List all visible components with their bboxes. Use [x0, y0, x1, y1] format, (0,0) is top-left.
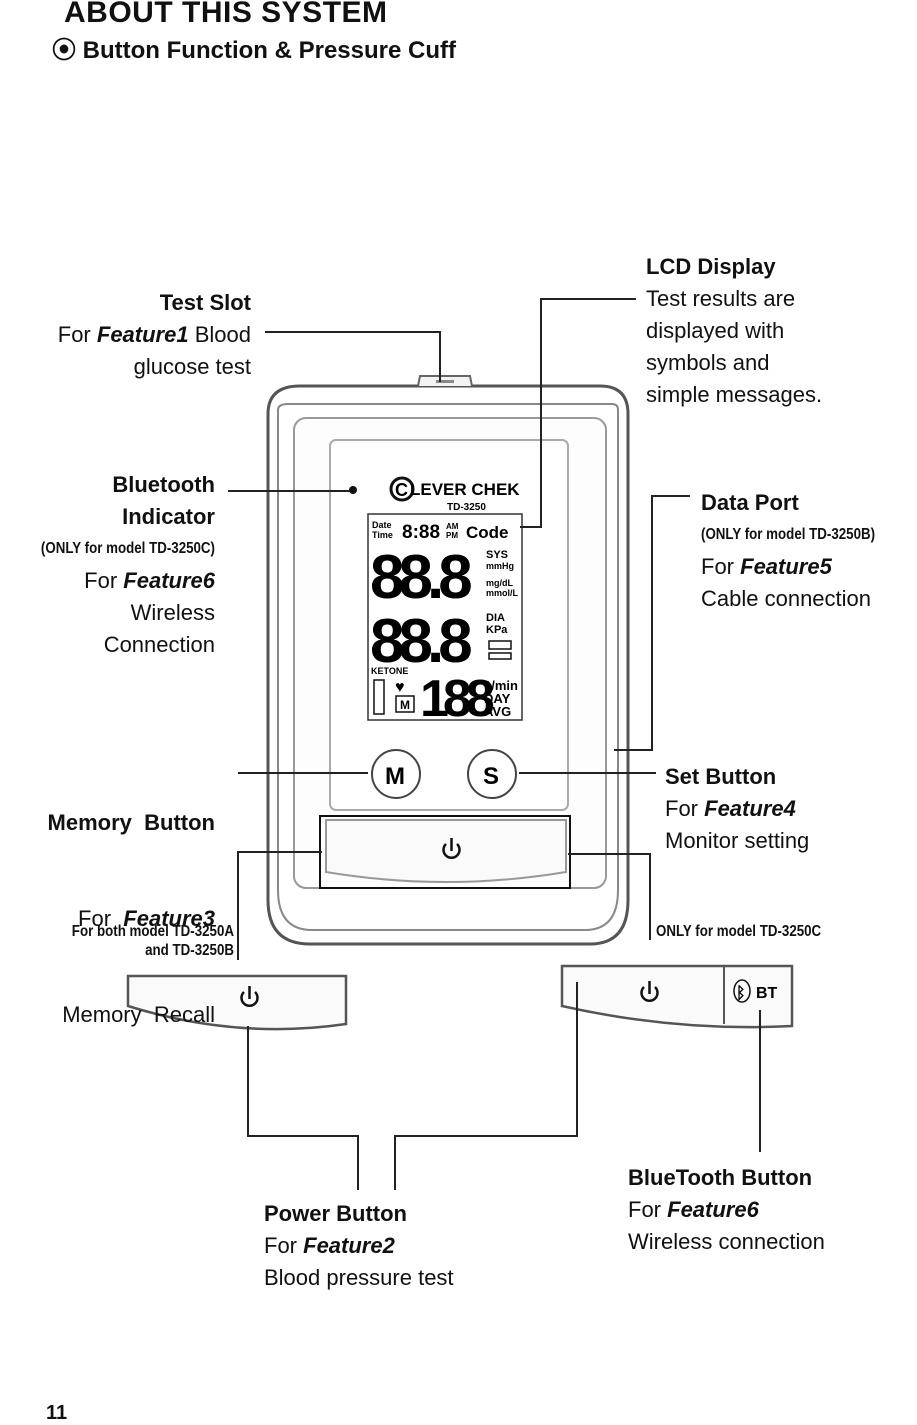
- power-icon: [442, 838, 461, 859]
- memory-button-label: M: [385, 763, 405, 790]
- lcd-display-line: Test results are: [646, 286, 796, 311]
- bluetooth-button-desc: Wireless connection: [628, 1229, 825, 1254]
- lcd-pm: PM: [446, 531, 458, 540]
- set-button-title: Set Button: [665, 764, 777, 789]
- power-cap-c: [560, 964, 794, 1029]
- bluetooth-icon: ᛒ: [736, 985, 746, 1002]
- set-button-feature: Feature4: [704, 796, 796, 821]
- battery-icon: [488, 640, 512, 650]
- data-port-title: Data Port: [701, 490, 799, 515]
- lcd-code: Code: [466, 523, 509, 542]
- memory-button-for: For: [78, 906, 118, 931]
- lcd-display-title: LCD Display: [646, 254, 776, 279]
- lcd-row1-digits: 88.8: [370, 543, 471, 612]
- power-cap-ab: [126, 974, 348, 1031]
- section-subtitle-text: Button Function & Pressure Cuff: [82, 37, 456, 64]
- bluetooth-indicator-desc1: Wireless: [130, 600, 215, 625]
- power-button-for: For: [264, 1233, 297, 1258]
- page-number: 11: [46, 1402, 68, 1424]
- bluetooth-indicator-for: For: [84, 568, 118, 593]
- lcd-avg: AVG: [484, 704, 511, 719]
- bullet-icon: ⦿: [52, 37, 76, 64]
- callout-bluetooth-indicator: Bluetooth Indicator (ONLY for model TD-3…: [0, 469, 215, 661]
- model-text: TD-3250: [447, 502, 486, 513]
- memory-button-title: Memory Button: [47, 810, 215, 835]
- set-button-desc: Monitor setting: [665, 828, 810, 853]
- bluetooth-button-for: For: [628, 1197, 661, 1222]
- set-button-shape: [467, 749, 517, 799]
- lcd-screen: [367, 513, 523, 721]
- heart-icon: ♥: [395, 679, 405, 696]
- page-title: ABOUT THIS SYSTEM: [64, 0, 388, 29]
- memory-button-desc: Memory Recall: [62, 1002, 215, 1027]
- lcd-time-label: Time: [372, 530, 393, 540]
- bluetooth-button-feature: Feature6: [667, 1197, 759, 1222]
- bt-label: BT: [756, 985, 778, 1002]
- lcd-clock: 8:88: [402, 522, 440, 543]
- power-icon: [640, 981, 659, 1002]
- brand-name: LEVER CHEK: [410, 480, 520, 499]
- lcd-mmoll: mmol/L: [486, 588, 519, 598]
- lcd-sys: SYS: [486, 549, 508, 561]
- lcd-date-label: Date: [372, 520, 392, 530]
- set-button-for: For: [665, 796, 698, 821]
- bluetooth-indicator-desc2: Connection: [103, 632, 215, 657]
- power-button-title: Power Button: [264, 1201, 407, 1226]
- ketone-bar-icon: [373, 679, 385, 715]
- lcd-row2-digits: 88.8: [370, 607, 471, 676]
- lcd-dia: DIA: [486, 612, 505, 624]
- callout-both-models: For both model TD-3250A and TD-3250B: [0, 922, 234, 960]
- bluetooth-indicator-title2: Indicator: [122, 504, 215, 529]
- leader-lines: [228, 298, 761, 1190]
- callout-test-slot: Test Slot For Feature1 Blood glucose tes…: [0, 287, 251, 383]
- test-slot-feature: Feature1: [96, 322, 189, 347]
- lcd-display-line: simple messages.: [646, 382, 823, 407]
- callout-only-c: ONLY for model TD-3250C: [656, 922, 896, 941]
- test-slot-desc1: Blood: [194, 322, 251, 347]
- lcd-display-line: symbols and: [646, 350, 770, 375]
- callout-data-port: Data Port (ONLY for model TD-3250B) For …: [701, 487, 917, 615]
- section-subtitle: ⦿ Button Function & Pressure Cuff: [52, 30, 456, 65]
- power-icon: [240, 986, 259, 1007]
- power-button-feature: Feature2: [303, 1233, 395, 1258]
- test-slot-for: For: [57, 322, 91, 347]
- lcd-per-min: 1/min: [484, 678, 518, 693]
- lcd-row3-digits: 188: [420, 670, 494, 728]
- test-slot-desc2: glucose test: [133, 354, 251, 379]
- memory-icon: [395, 695, 415, 713]
- bluetooth-indicator-dot: [349, 486, 357, 494]
- only-c-text: ONLY for model TD-3250C: [656, 923, 822, 940]
- data-port-note: (ONLY for model TD-3250B): [701, 526, 876, 543]
- callout-bluetooth-button: BlueTooth Button For Feature6 Wireless c…: [628, 1162, 888, 1258]
- lcd-mmhg: mmHg: [486, 561, 514, 571]
- brand-initial: C: [395, 480, 408, 500]
- brand-logo-icon: [389, 476, 415, 502]
- callout-power-button: Power Button For Feature2 Blood pressure…: [264, 1198, 524, 1294]
- data-port-desc: Cable connection: [701, 586, 872, 611]
- set-button-label: S: [483, 763, 499, 790]
- both-models-line2: and TD-3250B: [145, 942, 234, 959]
- callout-memory-button: Memory Button For Feature3 Memory Recall: [0, 743, 215, 1063]
- memory-button-feature: Feature3: [123, 906, 215, 931]
- callout-set-button: Set Button For Feature4 Monitor setting: [665, 761, 905, 857]
- data-port-feature: Feature5: [740, 554, 832, 579]
- bluetooth-button-title: BlueTooth Button: [628, 1165, 813, 1190]
- lcd-mgdl: mg/dL: [486, 578, 513, 588]
- data-port-for: For: [701, 554, 734, 579]
- memory-button-shape: [371, 749, 421, 799]
- bluetooth-indicator-note: (ONLY for model TD-3250C): [40, 540, 215, 557]
- test-slot-title: Test Slot: [159, 290, 251, 315]
- lcd-ketone: KETONE: [371, 666, 408, 676]
- lcd-kpa: KPa: [486, 624, 508, 636]
- bluetooth-indicator-title1: Bluetooth: [112, 472, 215, 497]
- lcd-day: DAY: [484, 691, 511, 706]
- lcd-mem-icon: M: [400, 698, 410, 712]
- bluetooth-indicator-feature: Feature6: [123, 568, 215, 593]
- callout-lcd-display: LCD Display Test results are displayed w…: [646, 251, 906, 411]
- both-models-line1: For both model TD-3250A: [71, 923, 234, 940]
- lcd-am: AM: [446, 522, 459, 531]
- lcd-display-line: displayed with: [646, 318, 785, 343]
- power-button-desc: Blood pressure test: [264, 1265, 454, 1290]
